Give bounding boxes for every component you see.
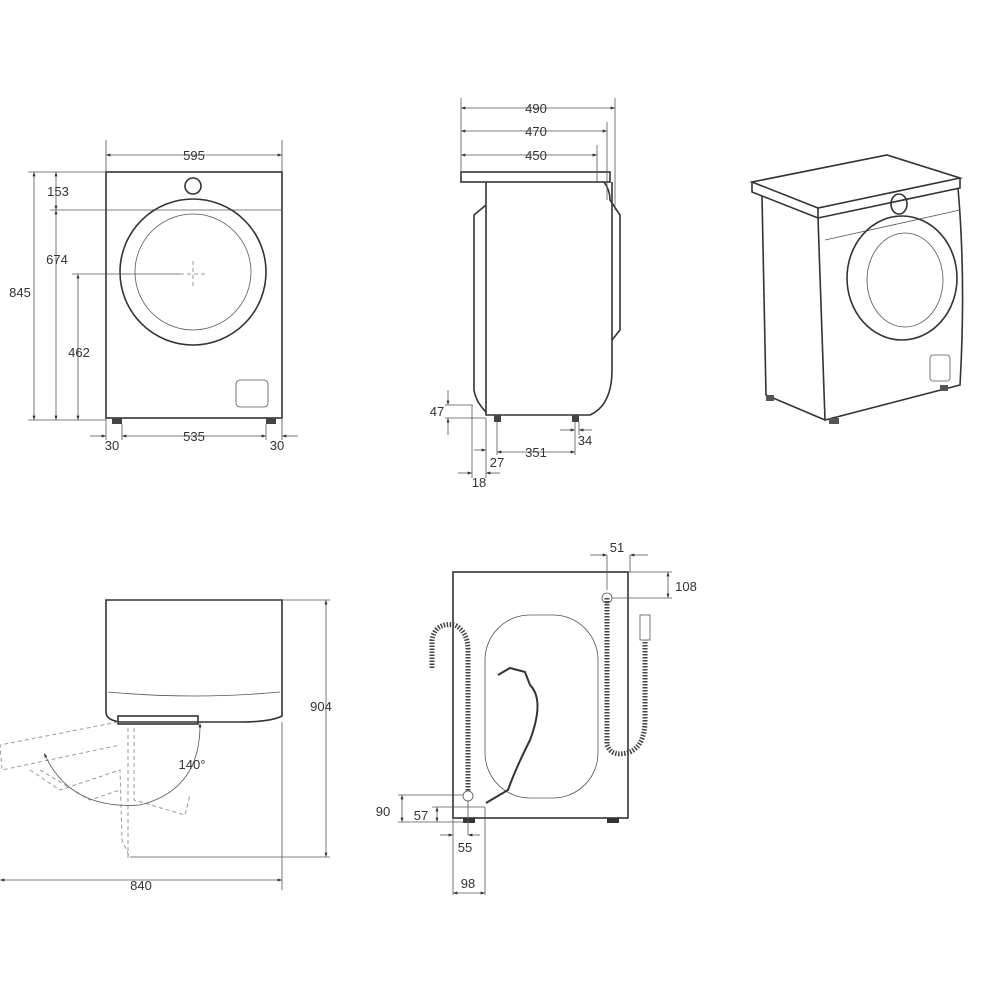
dim-height: 845 [9,285,31,300]
dim-inlet-y: 108 [675,579,697,594]
door-angle-label: 140° [179,757,206,772]
dim-foot-span: 535 [183,429,205,444]
inlet-hose [604,598,648,757]
dim-drain-offset: 57 [414,808,428,823]
dim-inlet-x: 51 [610,540,624,555]
dim-width-door-open: 840 [130,878,152,893]
rear-view: 51 108 90 57 55 98 [376,540,697,895]
dim-offset-27: 27 [490,455,504,470]
dim-foot-span-side: 351 [525,445,547,460]
door-outer [119,198,267,346]
front-view: 595 845 153 674 462 535 30 30 [9,140,298,453]
perspective-view [749,154,964,424]
side-view: 490 470 450 47 18 27 351 34 [430,98,621,490]
dim-offset-18: 18 [472,475,486,490]
dim-depth-door-open: 904 [310,699,332,714]
top-view-door-open: 140° 904 840 [0,599,332,893]
door-glass [134,213,252,331]
dim-drain-x: 55 [458,840,472,855]
dim-foot-right: 30 [270,438,284,453]
dim-door-center: 462 [68,345,90,360]
dim-foot-height: 47 [430,404,444,419]
program-knob [184,177,202,195]
dim-drain-height: 90 [376,804,390,819]
dim-door-top: 674 [46,252,68,267]
dim-drain-x2: 98 [461,876,475,891]
dim-rear-foot: 34 [578,433,592,448]
dim-depth-max: 490 [525,101,547,116]
service-flap [235,379,269,408]
dim-foot-left: 30 [105,438,119,453]
drain-hose [429,622,471,792]
dim-width: 595 [183,148,205,163]
dim-depth-body: 450 [525,148,547,163]
power-cable [485,666,539,804]
dim-top-panel: 153 [47,184,69,199]
dim-depth-door: 470 [525,124,547,139]
